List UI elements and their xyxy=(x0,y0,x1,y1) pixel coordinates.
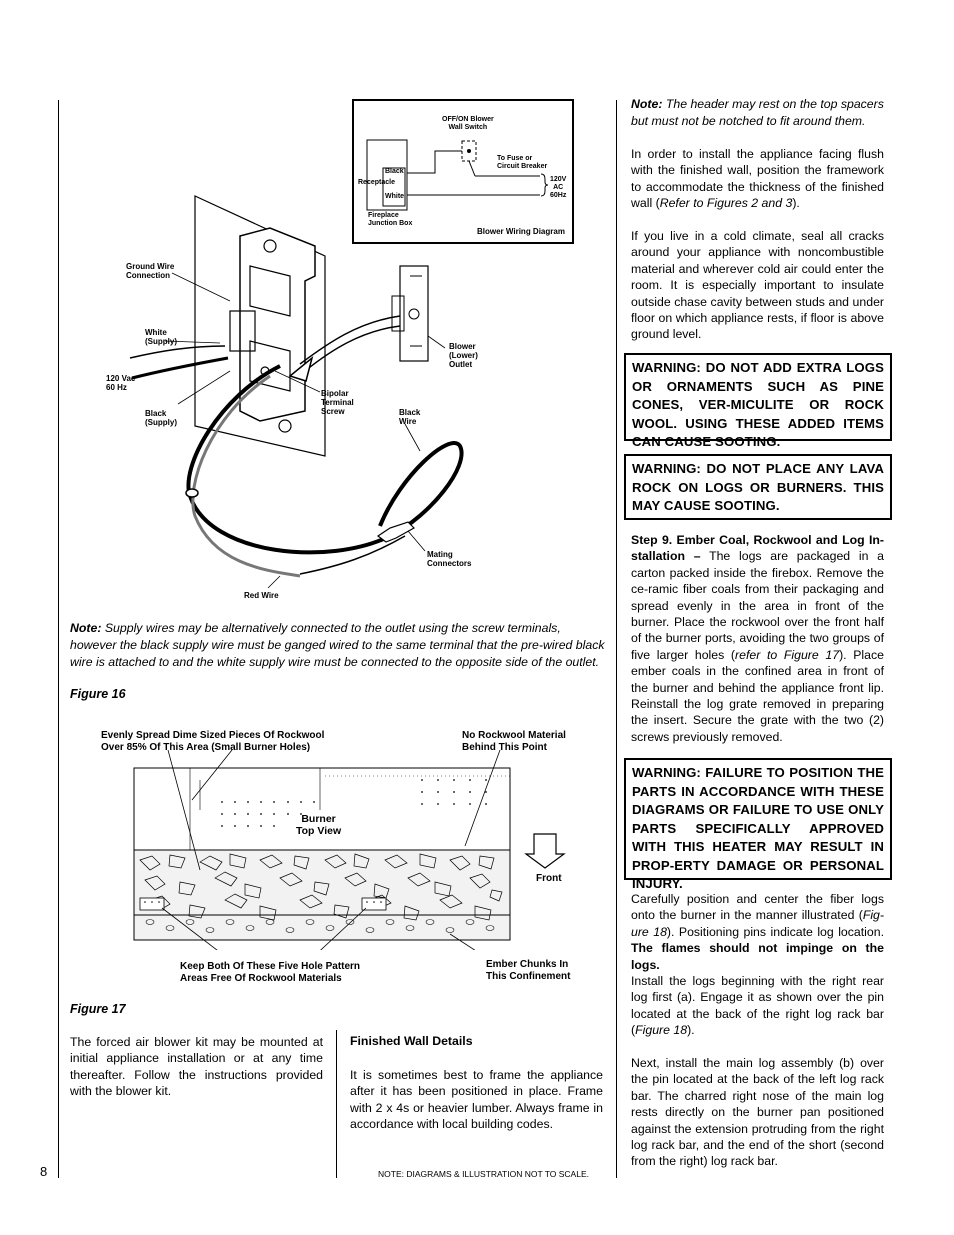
label-black-wire: Black Wire xyxy=(399,408,421,426)
install-logs-text: Install the logs beginning with the righ… xyxy=(631,974,884,1038)
label-switch: OFF/ON Blower Wall Switch xyxy=(442,116,494,131)
header-note-label: Note: xyxy=(631,97,663,111)
label-keep: Keep Both Of These Five Hole Pattern Are… xyxy=(180,961,361,984)
label-spread: Evenly Spread Dime Sized Pieces Of Rockw… xyxy=(101,730,325,753)
label-ember: Ember Chunks In This Confinement xyxy=(486,959,571,982)
flush-install-text: In order to install the appliance facing… xyxy=(631,147,884,211)
blower-kit-paragraph: The forced air blower kit may be mounted… xyxy=(70,1035,323,1099)
label-junction: Fireplace Junction Box xyxy=(368,212,413,227)
label-red-wire: Red Wire xyxy=(244,591,279,600)
position-logs-text-end: ). Positioning pins indicate log locatio… xyxy=(666,924,884,939)
right-column-rule xyxy=(616,100,617,1178)
step9-text-end: ). Place ember coals in the confined are… xyxy=(631,647,884,744)
figure-16-note-label: Note: xyxy=(70,621,102,635)
warning-extra-logs: WARNING: DO NOT ADD EXTRA LOGS OR ORNAME… xyxy=(624,353,892,449)
label-no-rockwool: No Rockwool Material Behind This Point xyxy=(462,730,566,753)
warning-failure-position: WARNING: FAILURE TO POSITION THE PARTS I… xyxy=(624,758,892,891)
install-logs-paragraph: Install the logs beginning with the righ… xyxy=(631,973,884,1039)
label-blower-outlet: Blower (Lower) Outlet xyxy=(449,342,478,369)
figure-16-note-text: Supply wires may be alternatively connec… xyxy=(70,621,605,669)
label-bipolar: Bipolar Terminal Screw xyxy=(321,389,354,416)
step9-text: The logs are packaged in a carton packed… xyxy=(631,549,884,662)
label-vac: 120 Vac 60 Hz xyxy=(106,374,136,392)
scale-note: NOTE: DIAGRAMS & ILLUSTRATION NOT TO SCA… xyxy=(378,1169,589,1179)
middle-column-rule xyxy=(336,1030,337,1178)
label-white: White xyxy=(385,193,405,200)
flush-install-ref[interactable]: Refer to Figures 2 and 3 xyxy=(659,196,793,211)
label-fuse: To Fuse or Circuit Breaker xyxy=(497,155,548,170)
step9-paragraph: Step 9. Ember Coal, Rockwool and Log In-… xyxy=(631,532,884,745)
wiring-diagram-title: Blower Wiring Diagram xyxy=(477,227,565,236)
label-power: 120V AC 60Hz xyxy=(550,176,567,199)
figure-17-caption: Figure 17 xyxy=(70,1002,126,1016)
figure-17-illustration xyxy=(133,750,566,950)
label-front: Front xyxy=(536,873,562,884)
label-receptacle: Receptacle xyxy=(358,179,395,186)
step9-heading: Step 9. Ember Coal, Rockwool and Log In-… xyxy=(631,533,884,564)
label-mating: Mating Connectors xyxy=(427,550,472,568)
left-margin-rule xyxy=(58,100,59,1178)
finished-wall-paragraph: It is sometimes best to frame the applia… xyxy=(350,1068,603,1132)
step9-ref[interactable]: refer to Figure 17 xyxy=(735,647,840,662)
cold-climate-paragraph: If you live in a cold climate, seal all … xyxy=(631,229,884,342)
label-black-supply: Black (Supply) xyxy=(145,409,177,427)
page-number: 8 xyxy=(40,1164,48,1179)
flush-install-paragraph: In order to install the appliance facing… xyxy=(631,146,884,212)
main-log-paragraph: Next, install the main log assembly (b) … xyxy=(631,1056,884,1169)
figure-16-illustration xyxy=(129,99,574,589)
label-black: Black xyxy=(385,168,404,175)
warning-lava-rock: WARNING: DO NOT PLACE ANY LAVA ROCK ON L… xyxy=(624,454,892,520)
position-logs-ref[interactable]: Fig-ure 18 xyxy=(631,908,884,939)
flames-warning: The flames should not impinge on the log… xyxy=(631,941,884,972)
figure-16-caption: Figure 16 xyxy=(70,687,126,701)
header-note: Note: The header may rest on the top spa… xyxy=(631,96,884,130)
header-note-text: The header may rest on the top spacers b… xyxy=(631,97,884,128)
flush-install-end: ). xyxy=(792,196,800,211)
label-white-supply: White (Supply) xyxy=(145,328,177,346)
finished-wall-heading: Finished Wall Details xyxy=(350,1034,473,1048)
position-logs-paragraph: Carefully position and center the fiber … xyxy=(631,891,884,973)
position-logs-text: Carefully position and center the fiber … xyxy=(631,892,884,923)
install-logs-ref[interactable]: Figure 18 xyxy=(635,1023,688,1038)
install-logs-text-end: ). xyxy=(687,1023,695,1038)
label-ground: Ground Wire Connection xyxy=(126,262,175,280)
figure-16-note: Note: Supply wires may be alternatively … xyxy=(70,620,607,671)
label-burner: Burner Top View xyxy=(296,813,342,837)
